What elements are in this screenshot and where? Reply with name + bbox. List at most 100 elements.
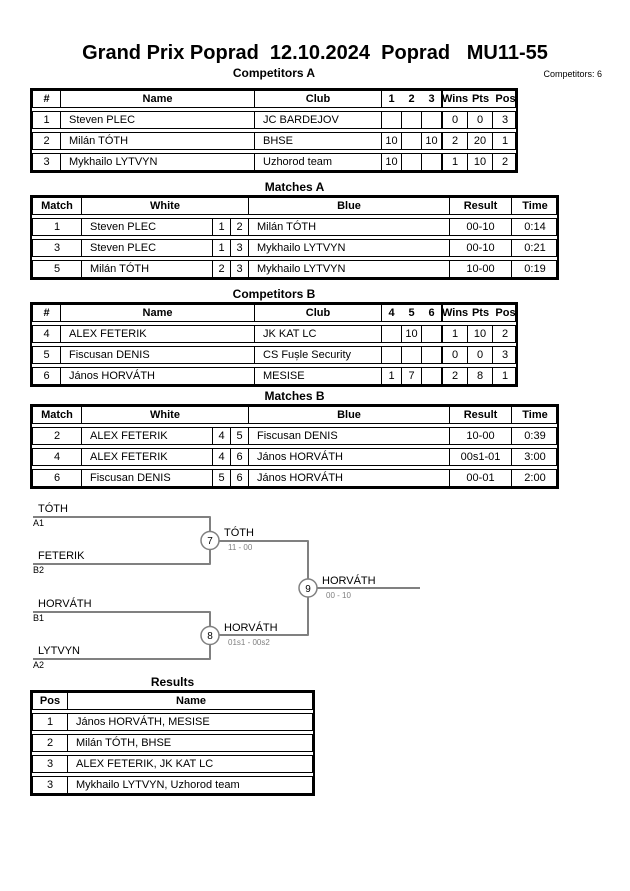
col-header-num: # (43, 306, 50, 319)
cell-name: ALEX FETERIK, JK KAT LC (67, 756, 314, 772)
table-row: 3 Mykhailo LYTVYN, Uzhorod team (32, 776, 313, 794)
competitors-a-table: # Name Club 1 2 3 Wins Pts Pos 1 Steven … (30, 88, 518, 173)
cell-time: 0:14 (511, 219, 558, 235)
cell-white-name: Steven PLEC (81, 240, 212, 256)
cell-round-1: 10 (381, 154, 401, 170)
col-header-match: Match (41, 199, 73, 212)
cell-pts: 10 (467, 154, 492, 170)
col-header-round-1: 1 (388, 92, 395, 105)
cell-wins: 0 (441, 347, 467, 363)
cell-round-3: 10 (421, 133, 441, 149)
col-header-round-6: 6 (428, 306, 435, 319)
cell-blue-num: 3 (230, 240, 248, 256)
col-header-num: # (43, 92, 50, 105)
table-row: 4 ALEX FETERIK JK KAT LC 10 1 10 2 (32, 325, 516, 343)
col-header-name: Name (60, 305, 254, 321)
cell-name: János HORVÁTH (60, 368, 254, 384)
cell-round-6 (421, 368, 441, 384)
cell-round-1 (381, 112, 401, 128)
competitors-count-label: Competitors: 6 (543, 69, 602, 79)
cell-time: 2:00 (511, 470, 558, 486)
cell-result: 10-00 (449, 428, 511, 444)
matches-a-table: Match White Blue Result Time 1 Steven PL… (30, 195, 559, 280)
cell-wins: 1 (441, 326, 467, 342)
cell-pos: 3 (492, 347, 517, 363)
cell-round-5: 10 (401, 326, 421, 342)
cell-name: Milán TÓTH, BHSE (67, 735, 314, 751)
cell-blue-num: 2 (230, 219, 248, 235)
cell-time: 0:21 (511, 240, 558, 256)
col-header-pos: Pos (495, 92, 516, 105)
table-row: 4 ALEX FETERIK 4 6 János HORVÁTH 00s1-01… (32, 448, 557, 466)
col-header-club: Club (254, 91, 381, 107)
cell-name: Milán TÓTH (60, 133, 254, 149)
col-header-pts: Pts (471, 306, 490, 319)
col-header-time: Time (511, 198, 558, 214)
cell-blue-name: János HORVÁTH (248, 470, 449, 486)
bracket-entry-horvath: HORVÁTH (38, 597, 92, 610)
table-header-row: # Name Club 4 5 6 Wins Pts Pos (32, 304, 516, 322)
cell-white-num: 4 (212, 428, 230, 444)
col-header-rounds: 1 2 3 (381, 91, 441, 107)
cell-pos: 1 (46, 715, 54, 728)
results-title: Results (150, 675, 195, 689)
cell-pos: 1 (492, 133, 517, 149)
cell-blue-name: Mykhailo LYTVYN (248, 240, 449, 256)
cell-time: 3:00 (511, 449, 558, 465)
table-row: 6 János HORVÁTH MESISE 1 7 2 8 1 (32, 367, 516, 385)
table-row: 5 Milán TÓTH 2 3 Mykhailo LYTVYN 10-00 0… (32, 260, 557, 278)
cell-pos: 2 (492, 154, 517, 170)
cell-wins: 2 (441, 133, 467, 149)
bracket-entry-toth: TÓTH (38, 502, 68, 515)
competitors-b-table: # Name Club 4 5 6 Wins Pts Pos 4 ALEX FE… (30, 302, 518, 387)
col-header-match: Match (41, 408, 73, 421)
cell-wins: 1 (441, 154, 467, 170)
cell-pts: 20 (467, 133, 492, 149)
cell-blue-num: 6 (230, 470, 248, 486)
semi1-score: 11 - 00 (228, 543, 253, 552)
bracket-seed-b1: B1 (33, 613, 44, 623)
cell-pos: 1 (492, 368, 517, 384)
table-row: 2 Milán TÓTH, BHSE (32, 734, 313, 752)
semi2-winner-name: HORVÁTH (224, 621, 278, 634)
cell-round-3 (421, 112, 441, 128)
cell-result: 00-01 (449, 470, 511, 486)
table-header-row: Match White Blue Result Time (32, 197, 557, 215)
cell-blue-name: János HORVÁTH (248, 449, 449, 465)
matches-a-title: Matches A (264, 180, 325, 194)
cell-pts: 0 (467, 112, 492, 128)
cell-num: 4 (43, 327, 50, 340)
final-winner-name: HORVÁTH (322, 574, 376, 587)
cell-pos: 2 (492, 326, 517, 342)
semi1-winner-name: TÓTH (224, 526, 254, 539)
cell-round-2 (401, 133, 421, 149)
col-header-rounds: 4 5 6 (381, 305, 441, 321)
cell-pos: 3 (492, 112, 517, 128)
cell-white-name: Milán TÓTH (81, 261, 212, 277)
cell-result: 10-00 (449, 261, 511, 277)
col-header-result: Result (449, 407, 511, 423)
cell-round-2 (401, 154, 421, 170)
cell-club: MESISE (254, 368, 381, 384)
col-header-white: White (81, 407, 248, 423)
col-header-round-5: 5 (408, 306, 415, 319)
col-header-round-2: 2 (408, 92, 415, 105)
bracket-line-final-connector (219, 540, 309, 636)
table-row: 5 Fiscusan DENIS CS Fușle Security 0 0 3 (32, 346, 516, 364)
cell-name: Mykhailo LYTVYN (60, 154, 254, 170)
cell-pos: 3 (46, 778, 54, 791)
bracket-seed-b2: B2 (33, 565, 44, 575)
table-row: 3 ALEX FETERIK, JK KAT LC (32, 755, 313, 773)
cell-blue-name: Fiscusan DENIS (248, 428, 449, 444)
col-header-name: Name (60, 91, 254, 107)
col-header-wins: Wins (442, 92, 469, 105)
bracket-entry-feterik: FETERIK (38, 550, 85, 562)
cell-name: Fiscusan DENIS (60, 347, 254, 363)
col-header-pts: Pts (471, 92, 490, 105)
matches-b-table: Match White Blue Result Time 2 ALEX FETE… (30, 404, 559, 489)
cell-pts: 0 (467, 347, 492, 363)
cell-result: 00s1-01 (449, 449, 511, 465)
cell-name: János HORVÁTH, MESISE (67, 714, 314, 730)
cell-wins: 0 (441, 112, 467, 128)
table-header-row: Pos Name (32, 692, 313, 710)
